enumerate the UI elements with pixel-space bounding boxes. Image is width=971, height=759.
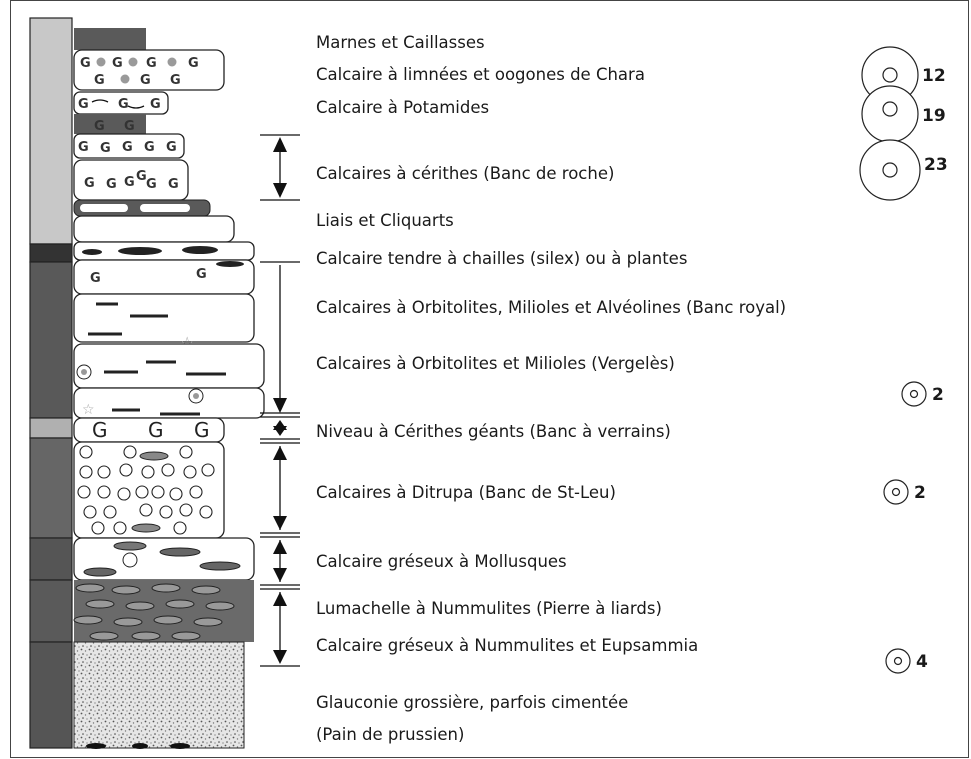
bed-limnees xyxy=(73,49,225,91)
marker-value-2a: 2 xyxy=(932,385,944,405)
layer-labels: Marnes et Caillasses Calcaire à limnées … xyxy=(316,33,786,744)
range-arrows xyxy=(260,134,300,667)
svg-text:G: G xyxy=(150,97,161,112)
label-liais: Liais et Cliquarts xyxy=(316,211,454,230)
label-lumachelle: Lumachelle à Nummulites (Pierre à liards… xyxy=(316,599,662,618)
label-cerithes-geants: Niveau à Cérithes géants (Banc à verrain… xyxy=(316,422,671,441)
bed-cliquarts xyxy=(73,215,235,243)
column-segment-nummulites xyxy=(29,579,73,643)
marker-value-2b: 2 xyxy=(914,483,926,503)
label-eupsammia: Calcaire gréseux à Nummulites et Eupsamm… xyxy=(316,636,698,655)
diagram-frame xyxy=(10,0,969,758)
svg-text:G: G xyxy=(80,56,91,71)
large-circle-icon xyxy=(861,85,919,143)
svg-text:G: G xyxy=(194,418,210,442)
column-segment-mollusques xyxy=(29,537,73,581)
svg-text:G: G xyxy=(168,177,179,192)
bed-potamides-dark xyxy=(74,114,146,134)
column-segment-thin xyxy=(29,417,73,439)
label-mollusques: Calcaire gréseux à Mollusques xyxy=(316,552,567,571)
svg-text:G: G xyxy=(94,73,105,88)
label-cerithes: Calcaires à cérithes (Banc de roche) xyxy=(316,164,614,183)
svg-text:G: G xyxy=(106,177,117,192)
label-ditrupa: Calcaires à Ditrupa (Banc de St-Leu) xyxy=(316,483,616,502)
label-chailles: Calcaire tendre à chailles (silex) ou à … xyxy=(316,249,687,268)
svg-text:G: G xyxy=(196,267,207,282)
svg-text:G: G xyxy=(122,140,133,155)
label-potamides: Calcaire à Potamides xyxy=(316,98,489,117)
age-column xyxy=(29,17,73,749)
svg-text:G: G xyxy=(144,140,155,155)
bed-glauconie xyxy=(73,641,245,749)
column-segment-upper xyxy=(29,17,73,245)
svg-text:G: G xyxy=(100,141,111,156)
bed-cerithes-1 xyxy=(73,133,185,159)
small-circle-icon xyxy=(885,648,911,674)
markers: 12 19 23 2 2 4 xyxy=(859,46,948,674)
svg-text:G: G xyxy=(92,418,108,442)
bed-vergeles-1 xyxy=(73,343,265,389)
svg-text:G: G xyxy=(118,97,129,112)
svg-text:G: G xyxy=(124,175,135,190)
marker-value-12: 12 xyxy=(922,66,946,86)
svg-text:G: G xyxy=(170,73,181,88)
label-glauconie: Glauconie grossière, parfois cimentée xyxy=(316,693,628,712)
svg-text:☆: ☆ xyxy=(82,402,95,418)
svg-text:G: G xyxy=(188,56,199,71)
svg-text:G: G xyxy=(136,169,147,184)
svg-text:G: G xyxy=(148,418,164,442)
marker-value-19: 19 xyxy=(922,106,946,126)
svg-text:G: G xyxy=(84,176,95,191)
bed-marnes xyxy=(74,28,146,50)
bed-banc-royal-2 xyxy=(73,293,255,343)
column-segment-middle xyxy=(29,261,73,419)
large-circle-icon xyxy=(859,139,921,201)
column-segment-ditrupa xyxy=(29,437,73,539)
svg-text:G: G xyxy=(78,140,89,155)
marker-value-23: 23 xyxy=(924,155,948,175)
marker-value-4: 4 xyxy=(916,652,928,672)
column-segment-glauconie xyxy=(29,641,73,749)
label-pain-de-prussien: (Pain de prussien) xyxy=(316,725,464,744)
svg-text:G: G xyxy=(124,119,135,134)
svg-text:G: G xyxy=(112,56,123,71)
svg-text:G: G xyxy=(166,140,177,155)
svg-text:G: G xyxy=(90,271,101,286)
svg-text:G: G xyxy=(146,177,157,192)
label-banc-royal: Calcaires à Orbitolites, Milioles et Alv… xyxy=(316,298,786,317)
small-circle-icon xyxy=(901,381,927,407)
svg-text:G: G xyxy=(146,56,157,71)
column-segment-band xyxy=(29,243,73,263)
svg-text:G: G xyxy=(140,73,151,88)
label-limnees: Calcaire à limnées et oogones de Chara xyxy=(316,65,645,84)
small-circle-icon xyxy=(883,479,909,505)
label-vergeles: Calcaires à Orbitolites et Milioles (Ver… xyxy=(316,354,675,373)
label-marnes: Marnes et Caillasses xyxy=(316,33,485,52)
svg-text:G: G xyxy=(78,97,89,112)
svg-text:G: G xyxy=(94,119,105,134)
